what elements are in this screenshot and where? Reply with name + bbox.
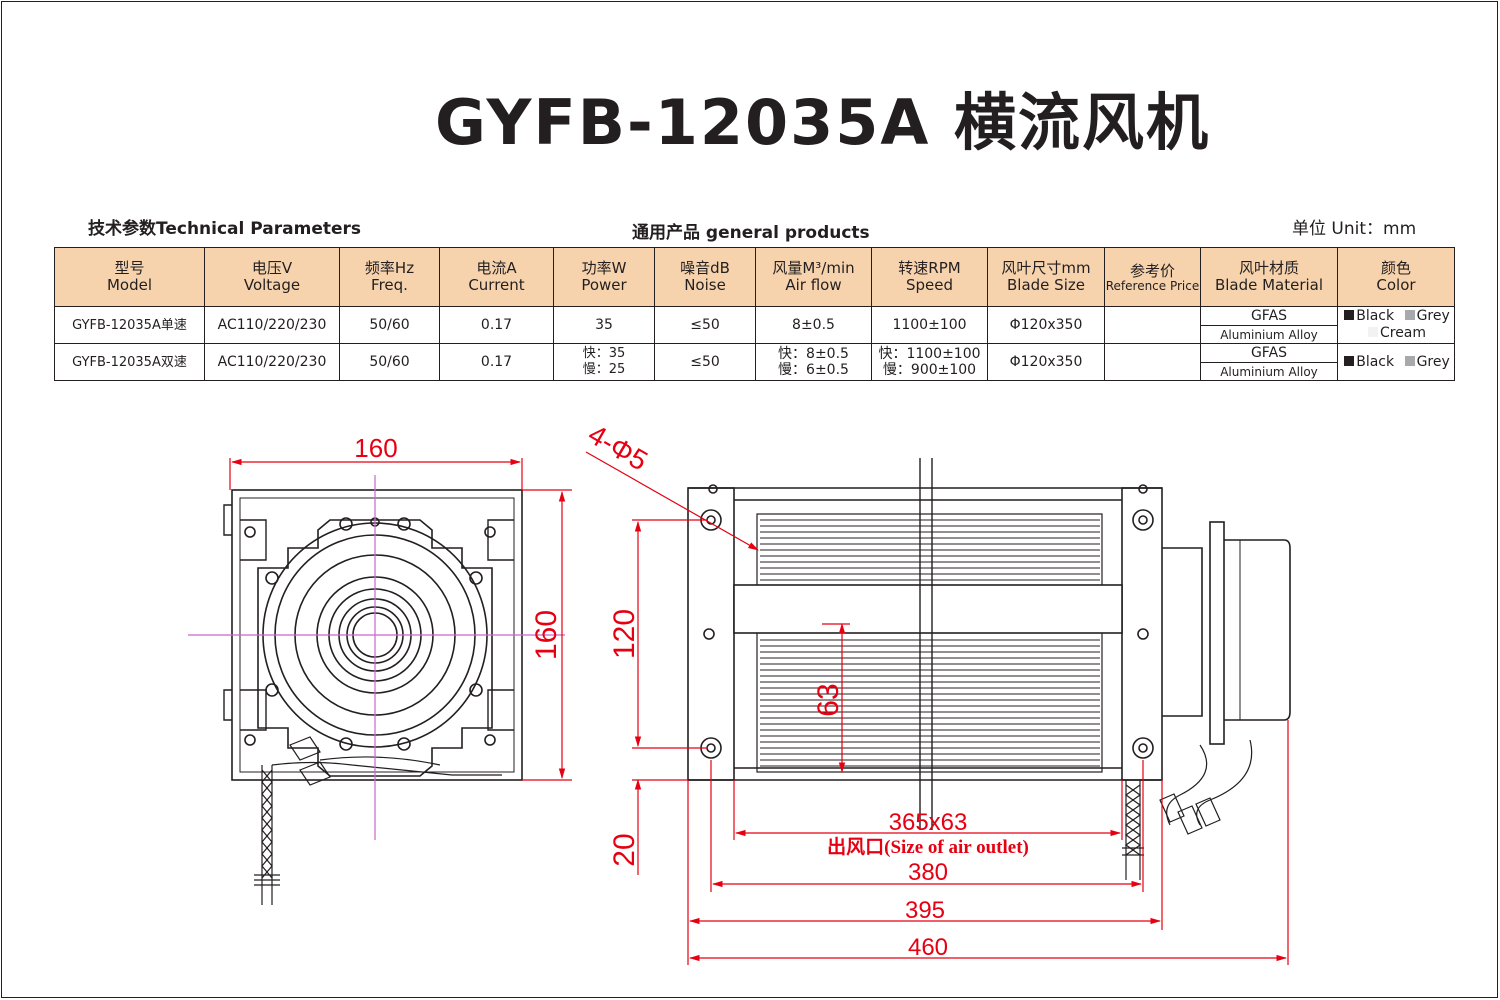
motor-body <box>1224 539 1291 721</box>
dim-outlet-height: 63 <box>812 683 845 716</box>
motor-housing <box>257 519 493 777</box>
cell-power-slow: 慢：25 <box>582 362 626 377</box>
color-label: Black <box>1356 353 1395 370</box>
color-label: Grey <box>1416 308 1450 324</box>
swatch-grey <box>1404 355 1415 366</box>
side-clips <box>223 504 514 731</box>
side-dimensions <box>229 458 572 781</box>
swatch-cream <box>1367 327 1378 337</box>
cell-material: GFAS Aluminium Alloy <box>1200 306 1338 344</box>
dim-395: 395 <box>905 897 945 924</box>
dim-380: 380 <box>908 859 948 886</box>
cell-blade-size: Φ120x350 <box>987 343 1105 381</box>
outlet-label: 出风口(Size of air outlet) <box>827 835 1029 858</box>
side-view <box>223 489 523 905</box>
swatch-grey <box>1404 310 1415 320</box>
front-dimensions <box>585 451 1289 965</box>
general-products-heading: 通用产品 general products <box>632 223 870 243</box>
side-centerlines <box>188 475 565 840</box>
impeller-frame <box>756 513 1103 773</box>
end-plate-right <box>1121 487 1163 781</box>
cell-material-alloy: Aluminium Alloy <box>1201 362 1337 380</box>
color-label: Black <box>1356 308 1395 324</box>
dim-outlet-size: 365x63 <box>889 809 968 836</box>
cell-model: GYFB-12035A双速 <box>54 343 205 381</box>
cell-noise: ≤50 <box>654 343 756 381</box>
dim-side-width: 160 <box>354 433 397 463</box>
cell-speed-line1: 1100±100 <box>892 316 967 333</box>
cell-speed-slow: 慢：900±100 <box>882 362 977 378</box>
center-band <box>733 584 1123 634</box>
cell-power-fast: 快：35 <box>582 346 626 361</box>
unit-label: 单位 Unit：mm <box>1292 219 1417 239</box>
cell-voltage: AC110/220/230 <box>204 306 340 344</box>
cell-power-line1: 35 <box>595 316 613 333</box>
dim-side-height: 160 <box>530 610 563 660</box>
color-label: Grey <box>1416 353 1450 370</box>
table-row: GYFB-12035A单速 AC110/220/230 50/60 0.17 3… <box>54 306 1455 344</box>
front-wires <box>1122 739 1253 880</box>
dim-460: 460 <box>908 934 948 961</box>
motor-neck <box>1162 547 1203 717</box>
cell-material: GFAS Aluminium Alloy <box>1200 343 1338 381</box>
dim-hole-spacing: 120 <box>608 609 641 659</box>
cell-speed-fast: 快：1100±100 <box>878 346 981 362</box>
cell-colors: Black Grey Cream <box>1337 306 1455 344</box>
page-title: GYFB-12035A 横流风机 <box>434 86 1211 159</box>
swatch-black <box>1344 355 1355 366</box>
dim-holes: 4-Φ5 <box>583 418 653 476</box>
cell-material-gfas: GFAS <box>1250 345 1288 361</box>
tech-params-heading: 技术参数Technical Parameters <box>88 219 362 239</box>
impeller-blades <box>760 519 1100 767</box>
swatch-black <box>1344 310 1355 320</box>
table-row: GYFB-12035A双速 AC110/220/230 50/60 0.17 快… <box>54 343 1455 381</box>
motor-flange <box>1209 521 1225 745</box>
cell-airflow-line1: 8±0.5 <box>792 316 835 333</box>
cell-blade-size: Φ120x350 <box>987 306 1105 344</box>
dim-bottom-offset: 20 <box>608 833 641 866</box>
color-label: Cream <box>1379 325 1427 341</box>
cell-material-gfas: GFAS <box>1250 308 1288 324</box>
cell-current: 0.17 <box>439 306 554 344</box>
cell-material-alloy: Aluminium Alloy <box>1201 325 1337 343</box>
cell-colors: Black Grey <box>1337 343 1455 381</box>
side-wires <box>254 736 502 905</box>
front-view <box>687 458 1291 880</box>
cell-airflow-slow: 慢：6±0.5 <box>778 362 849 378</box>
cell-freq: 50/60 <box>339 306 440 344</box>
cell-freq: 50/60 <box>339 343 440 381</box>
cell-airflow-fast: 快：8±0.5 <box>778 346 849 362</box>
